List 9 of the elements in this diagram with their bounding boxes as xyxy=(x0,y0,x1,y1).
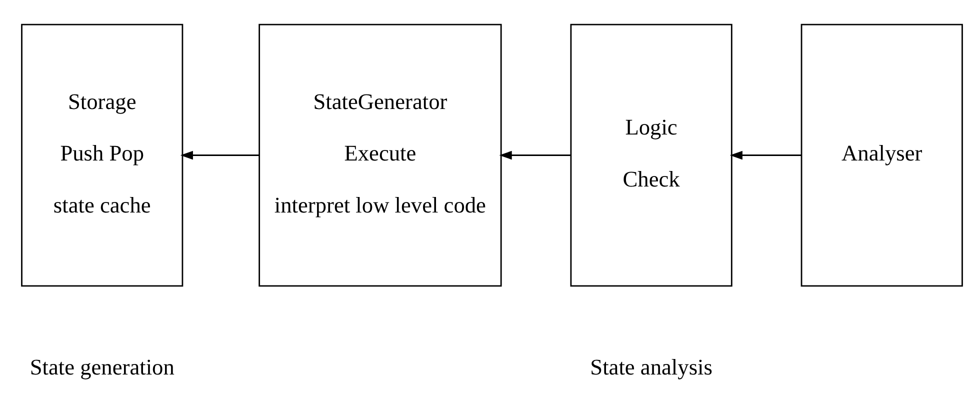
arrow xyxy=(499,150,571,160)
label: State analysis xyxy=(590,354,712,379)
label: State generation xyxy=(30,354,174,379)
node-box: Logic Check xyxy=(570,23,732,286)
arrow xyxy=(180,150,260,160)
node-box: Storage Push Pop state cache xyxy=(21,23,184,286)
node-box: StateGenerator Execute interpret low level code xyxy=(258,23,502,286)
arrow xyxy=(730,150,802,160)
node-box: Analyser xyxy=(800,23,963,286)
